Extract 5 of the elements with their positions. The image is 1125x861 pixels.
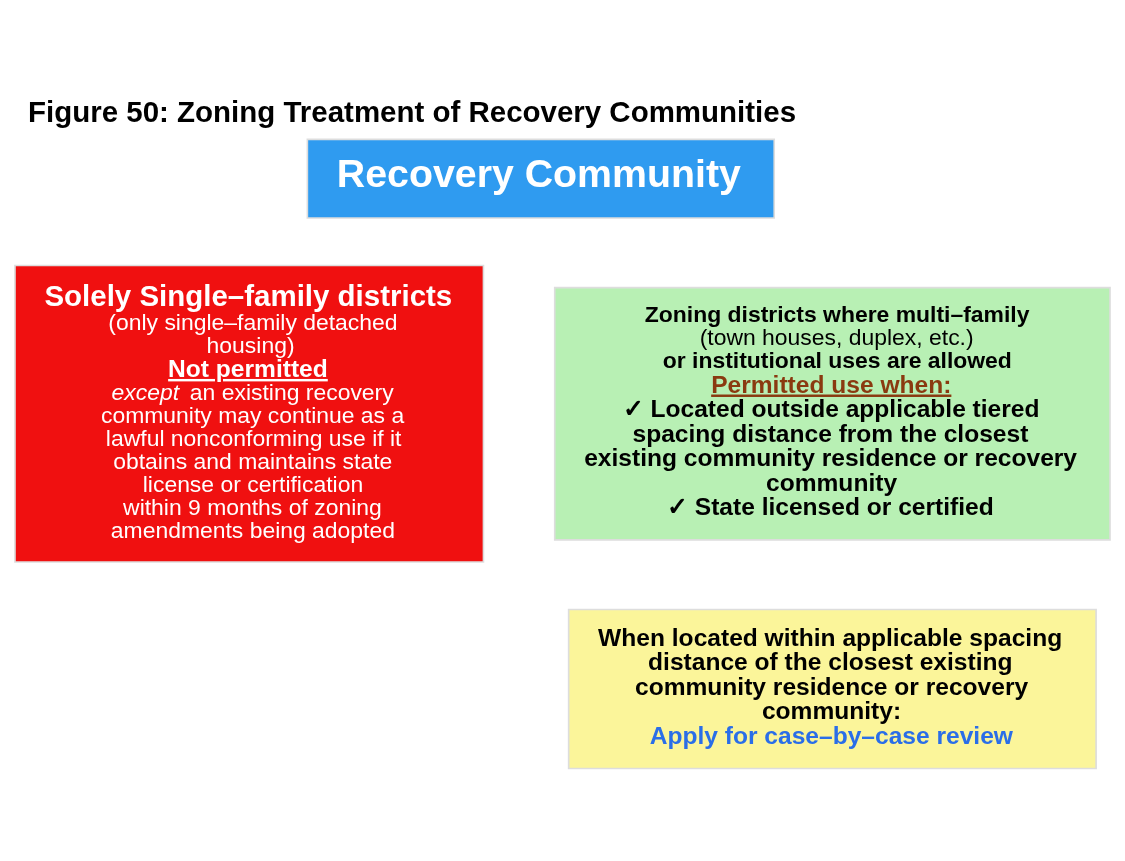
node-box: Solely Single–family districts (only single–family detached housing) Not permitted except an existing recovery community may continue as a lawful nonconforming use if it obtains and maintains state license or certification within 9 months of zoning amendments being adopted [14,264,485,563]
node-box: When located within applicable spacing distance of the closest existing community residence or recovery community: Apply for case–by–case review [567,608,1097,769]
node-box: Zoning districts where multi–family (town houses, duplex, etc.) or institutional uses are allowed Permitted use when: ✓ Located outside applicable tiered spacing distance from the closest existing community residence or recovery community ✓ State licensed or certified [553,286,1111,541]
diagram-title: Figure 50: Zoning Treatment of Recovery Communities [28,94,797,128]
node-box: Recovery Community [306,138,776,219]
